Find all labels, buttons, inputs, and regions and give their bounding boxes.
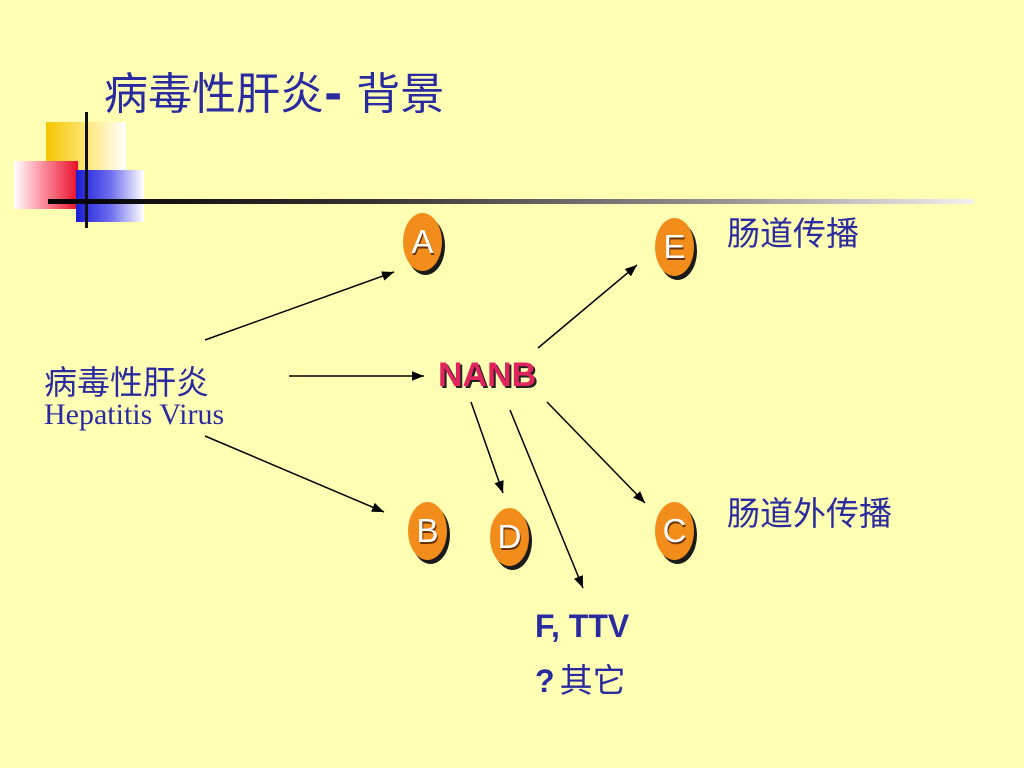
nanb-label: NANB bbox=[438, 356, 537, 394]
node-e: E bbox=[655, 218, 694, 276]
arrow-nanb-to-c bbox=[546, 401, 646, 504]
source-label-en: Hepatitis Virus bbox=[44, 398, 225, 431]
node-a: A bbox=[403, 213, 442, 271]
arrow-virus-to-b bbox=[204, 435, 385, 513]
title-underline bbox=[48, 199, 974, 204]
node-c: C bbox=[655, 502, 694, 560]
slide-title: 病毒性肝炎- 背景 bbox=[104, 58, 444, 122]
others-text: 其它 bbox=[559, 661, 626, 700]
enteric-label: 肠道传播 bbox=[727, 214, 859, 253]
node-d: D bbox=[490, 508, 529, 566]
parenteral-label: 肠道外传播 bbox=[727, 494, 892, 533]
title-separator: - bbox=[324, 69, 343, 120]
node-b: B bbox=[408, 502, 447, 560]
arrow-nanb-to-others bbox=[509, 409, 584, 589]
others-line2: ? 其它 bbox=[535, 654, 626, 702]
arrow-nanb-to-d bbox=[470, 401, 504, 494]
source-label-cn: 病毒性肝炎 bbox=[44, 363, 209, 402]
others-line1: F, TTV bbox=[535, 608, 630, 644]
title-main: 病毒性肝炎 bbox=[104, 69, 324, 120]
others-question-mark: ? bbox=[535, 663, 555, 699]
arrow-virus-to-a bbox=[204, 271, 395, 341]
decor-vertical-line bbox=[85, 112, 88, 228]
title-sub: 背景 bbox=[356, 69, 445, 120]
arrow-nanb-to-e bbox=[537, 264, 638, 349]
